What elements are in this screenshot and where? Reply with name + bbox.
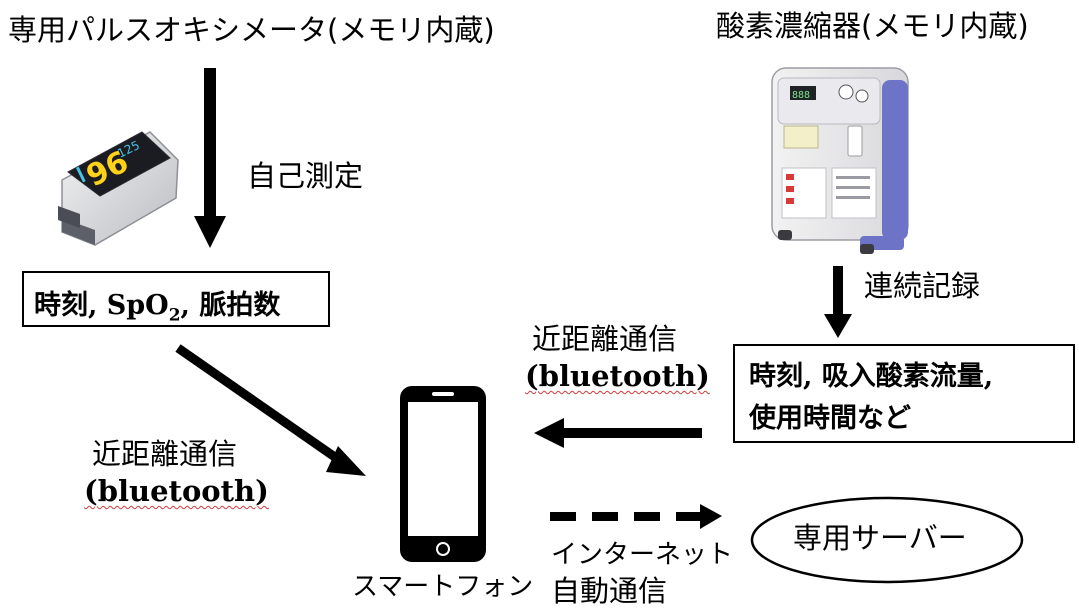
server-label: 専用サーバー bbox=[793, 521, 967, 555]
oximeter-data-label: 時刻, SpO2, 脈拍数 bbox=[34, 290, 281, 326]
arrow-continuous-record bbox=[824, 266, 852, 338]
comm-left-line1: 近距離通信 bbox=[92, 437, 238, 471]
comm-right-line2: (bluetooth) bbox=[525, 359, 710, 393]
auto-comm-label: 自動通信 bbox=[551, 574, 668, 608]
arrow-oximeter-to-phone bbox=[175, 344, 366, 476]
pulse-oximeter-title: 専用パルスオキシメータ(メモリ内蔵) bbox=[8, 13, 495, 47]
self-measure-label: 自己測定 bbox=[247, 159, 364, 193]
svg-text:888: 888 bbox=[792, 90, 810, 101]
internet-label: インターネット bbox=[551, 540, 734, 570]
continuous-record-label: 連続記録 bbox=[864, 269, 981, 303]
oxygen-concentrator-title: 酸素濃縮器(メモリ内蔵) bbox=[716, 9, 1029, 43]
comm-left-line2: (bluetooth) bbox=[84, 474, 269, 508]
concentrator-data-line2: 使用時間など bbox=[749, 403, 911, 434]
oximeter-data-box: 時刻, SpO2, 脈拍数 bbox=[22, 271, 330, 327]
arrow-self-measure bbox=[194, 68, 226, 248]
concentrator-data-box: 時刻, 吸入酸素流量, 使用時間など bbox=[733, 344, 1075, 443]
oxygen-concentrator-image: 888 bbox=[771, 67, 909, 254]
comm-right-line1: 近距離通信 bbox=[532, 322, 678, 356]
smartphone-label: スマートフォン bbox=[352, 572, 534, 602]
concentrator-data-line1: 時刻, 吸入酸素流量, bbox=[749, 361, 994, 392]
arrow-concentrator-to-phone bbox=[534, 418, 702, 448]
pulse-oximeter-image: 96 125 bbox=[58, 131, 179, 246]
arrow-phone-to-server bbox=[550, 504, 722, 529]
server-ellipse bbox=[750, 496, 1024, 584]
smartphone-icon bbox=[400, 386, 486, 562]
